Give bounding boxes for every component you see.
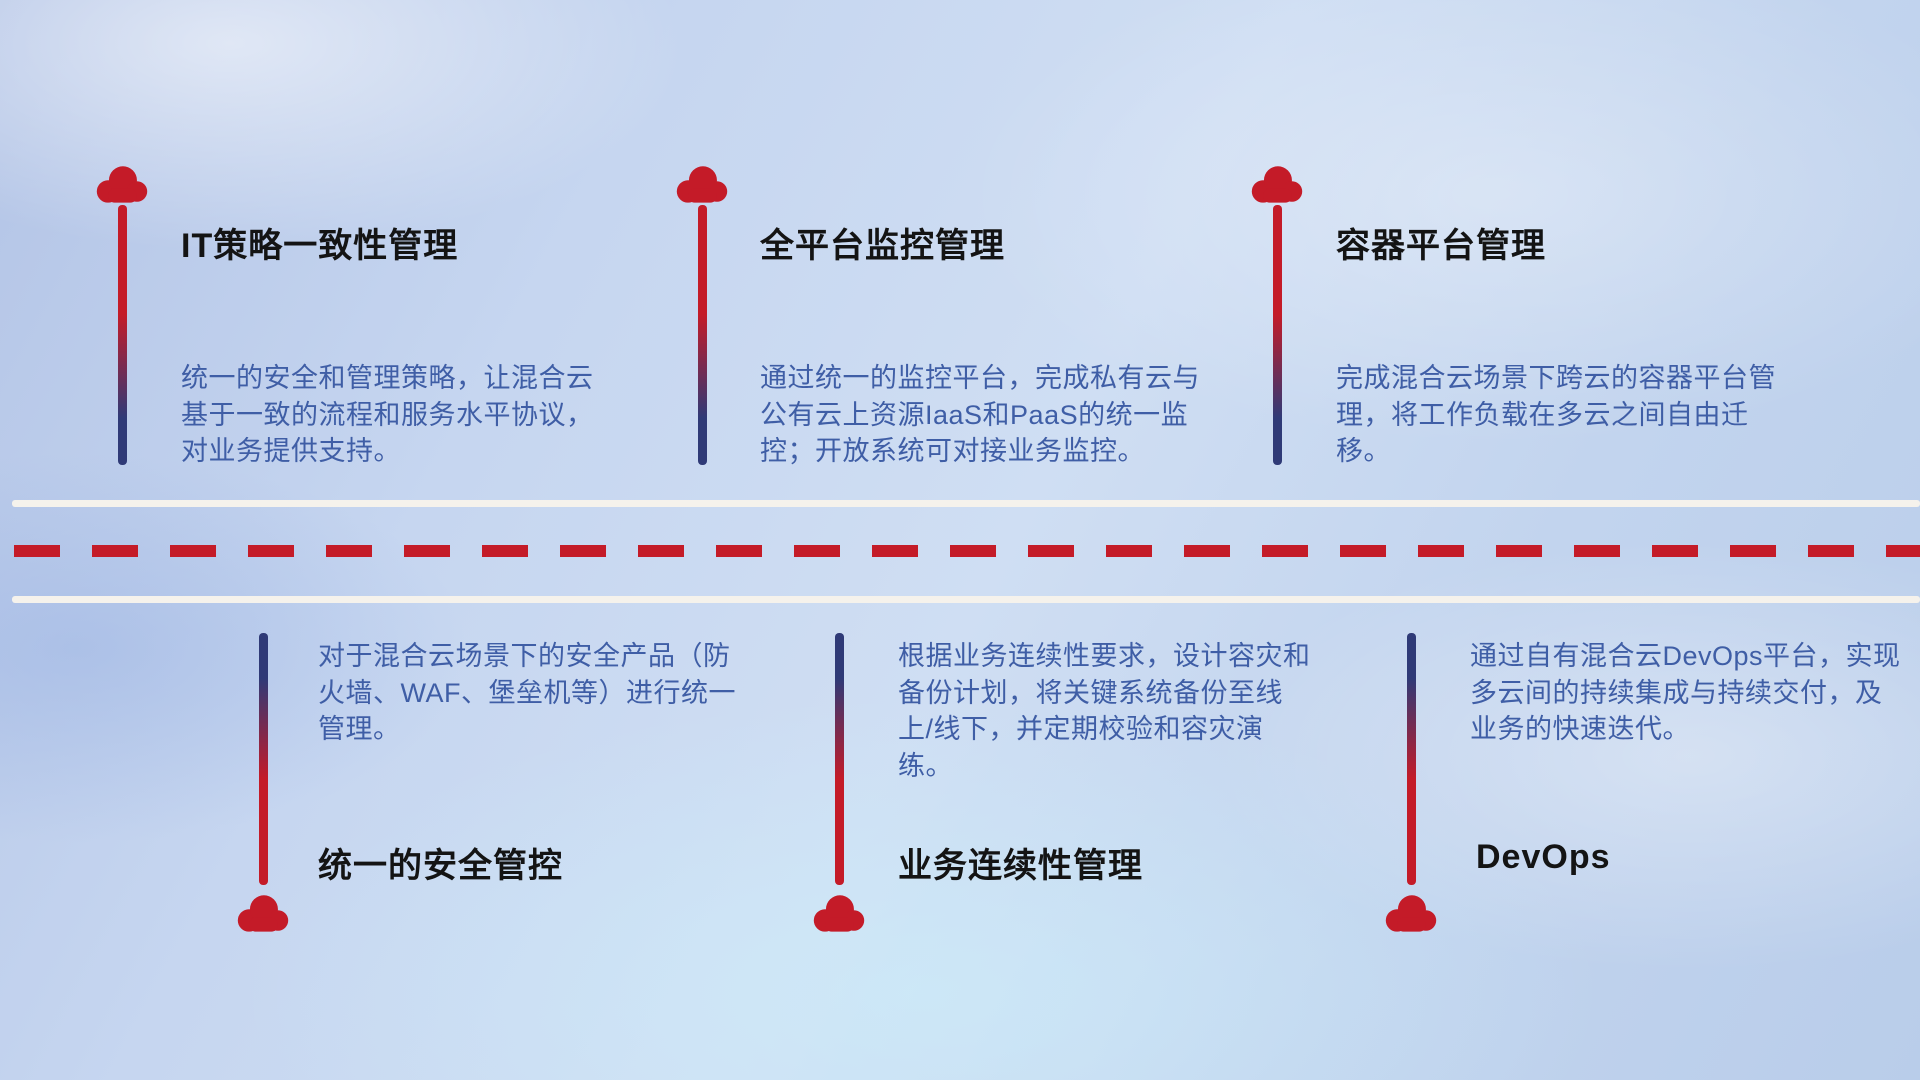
item-description: 通过自有混合云DevOps平台，实现多云间的持续集成与持续交付，及业务的快速迭代…	[1470, 641, 1901, 745]
timeline-stem	[259, 633, 268, 885]
cloud-icon	[1383, 893, 1439, 933]
item-description: 根据业务连续性要求，设计容灾和备份计划，将关键系统备份至线上/线下，并定期校验和…	[898, 641, 1311, 782]
road-line-top	[12, 500, 1920, 507]
item-title: DevOps	[1476, 838, 1611, 876]
item-title: 业务连续性管理	[898, 847, 1143, 885]
timeline-stem	[1407, 633, 1416, 885]
item-title: 全平台监控管理	[760, 227, 1005, 265]
cloud-icon	[811, 893, 867, 933]
road-line-bottom	[12, 596, 1920, 603]
cloud-icon	[235, 893, 291, 933]
item-title: 容器平台管理	[1336, 227, 1546, 265]
cloud-icon	[94, 164, 150, 204]
road-dashed-centerline	[14, 545, 1920, 557]
timeline-stem	[698, 205, 707, 465]
timeline-stem	[835, 633, 844, 885]
item-title: IT策略一致性管理	[181, 227, 459, 265]
item-description: 对于混合云场景下的安全产品（防火墙、WAF、堡垒机等）进行统一管理。	[318, 641, 736, 745]
timeline-stem	[118, 205, 127, 465]
cloud-icon	[1249, 164, 1305, 204]
item-description: 完成混合云场景下跨云的容器平台管理，将工作负载在多云之间自由迁移。	[1336, 363, 1776, 467]
timeline-stem	[1273, 205, 1282, 465]
item-description: 通过统一的监控平台，完成私有云与公有云上资源IaaS和PaaS的统一监控；开放系…	[760, 363, 1200, 467]
cloud-icon	[674, 164, 730, 204]
item-title: 统一的安全管控	[318, 847, 563, 885]
item-description: 统一的安全和管理策略，让混合云基于一致的流程和服务水平协议，对业务提供支持。	[181, 363, 594, 467]
